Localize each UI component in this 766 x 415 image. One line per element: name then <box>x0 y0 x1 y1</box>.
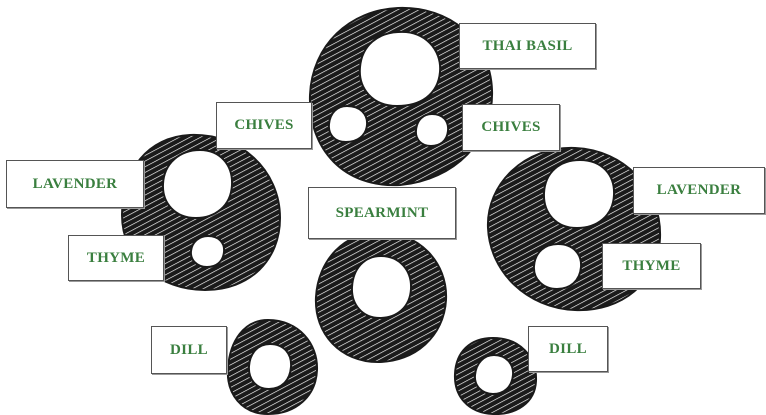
label-dill-left-text: DILL <box>170 342 208 359</box>
label-thai-basil: THAI BASIL <box>459 23 596 69</box>
label-dill-left: DILL <box>151 326 227 374</box>
label-chives-right-text: CHIVES <box>481 119 540 136</box>
label-lavender-right: LAVENDER <box>633 167 765 214</box>
label-chives-left-text: CHIVES <box>234 117 293 134</box>
label-lavender-left-text: LAVENDER <box>33 176 118 193</box>
label-thai-basil-text: THAI BASIL <box>482 38 572 55</box>
label-spearmint-text: SPEARMINT <box>336 205 429 222</box>
label-dill-right: DILL <box>528 326 608 372</box>
label-thyme-left: THYME <box>68 235 164 281</box>
label-thyme-left-text: THYME <box>87 250 145 267</box>
label-lavender-left: LAVENDER <box>6 160 144 208</box>
bottom-right-planter <box>455 338 536 414</box>
bottom-left-planter <box>228 320 317 414</box>
label-lavender-right-text: LAVENDER <box>657 182 742 199</box>
label-spearmint: SPEARMINT <box>308 187 456 239</box>
label-thyme-right-text: THYME <box>622 258 680 275</box>
label-chives-left: CHIVES <box>216 102 312 149</box>
center-planter <box>316 232 446 362</box>
label-chives-right: CHIVES <box>462 104 560 151</box>
label-thyme-right: THYME <box>602 243 701 289</box>
label-dill-right-text: DILL <box>549 341 587 358</box>
